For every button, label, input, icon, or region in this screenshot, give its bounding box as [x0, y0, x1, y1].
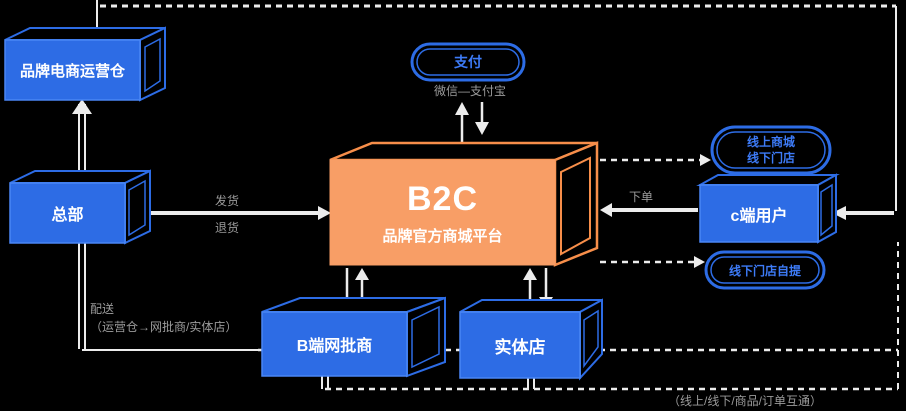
- arrowhead-up-to-payment: [455, 102, 469, 115]
- arrowhead-up-from-store: [523, 268, 537, 280]
- return-edge-label: 退货: [214, 221, 240, 235]
- omni-note-label: （线上/线下/商品/订单互通）: [667, 394, 823, 408]
- headquarters-box: [9, 169, 151, 245]
- order-edge-label: 下单: [628, 190, 654, 204]
- delivery-note-label: （运营仓→网批商/实体店）: [90, 320, 238, 334]
- arrowhead-up-from-wholesaler: [355, 268, 369, 280]
- arrowhead-into-warehouse: [72, 99, 92, 114]
- arrowhead-down-from-payment: [475, 122, 489, 135]
- channel-pill: [710, 125, 832, 175]
- platform-box: [329, 141, 599, 267]
- physical-store-box: [459, 298, 603, 381]
- pickup-pill: [704, 250, 826, 290]
- arrowhead-into-user-right: [832, 206, 846, 220]
- arrowhead-into-channel-pill: [700, 154, 711, 166]
- b-wholesaler-box: [261, 296, 446, 378]
- c-user-box: [696, 173, 840, 244]
- payment-methods-label: 微信—支付宝: [433, 84, 507, 98]
- arrowhead-order-into-platform: [600, 203, 612, 217]
- ship-edge-label: 发货: [214, 194, 240, 208]
- arrowhead-into-platform-left: [318, 206, 331, 220]
- delivery-title-label: 配送: [90, 302, 115, 316]
- warehouse-box: [4, 26, 166, 102]
- arrowhead-into-pickup-pill: [694, 256, 705, 268]
- payment-pill: [410, 42, 526, 82]
